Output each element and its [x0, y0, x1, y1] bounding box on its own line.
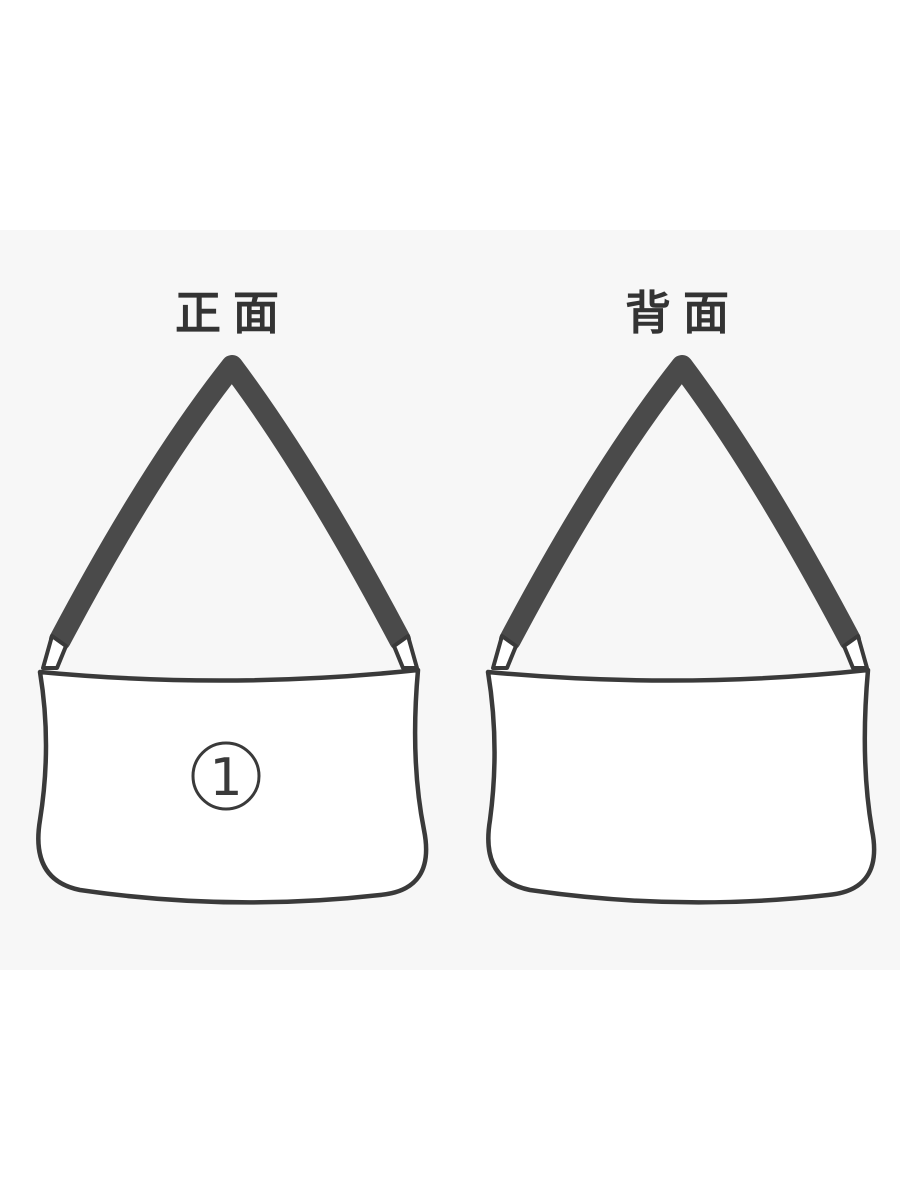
- back-view-label: 背面: [625, 286, 741, 340]
- front-left-strap-connector: [41, 634, 68, 670]
- front-bag: 1: [36, 355, 429, 905]
- back-strap: [499, 355, 861, 651]
- front-right-strap-connector: [392, 634, 419, 670]
- back-right-strap-connector: [842, 634, 869, 670]
- back-left-strap-connector: [491, 634, 518, 670]
- front-marker-number: 1: [209, 748, 242, 808]
- back-bag: [485, 355, 877, 905]
- front-strap: [49, 355, 411, 651]
- front-marker-circle: [191, 741, 261, 811]
- back-bag-body: [485, 667, 877, 905]
- front-view-label: 正面: [175, 286, 291, 340]
- front-bag-body: [36, 667, 429, 905]
